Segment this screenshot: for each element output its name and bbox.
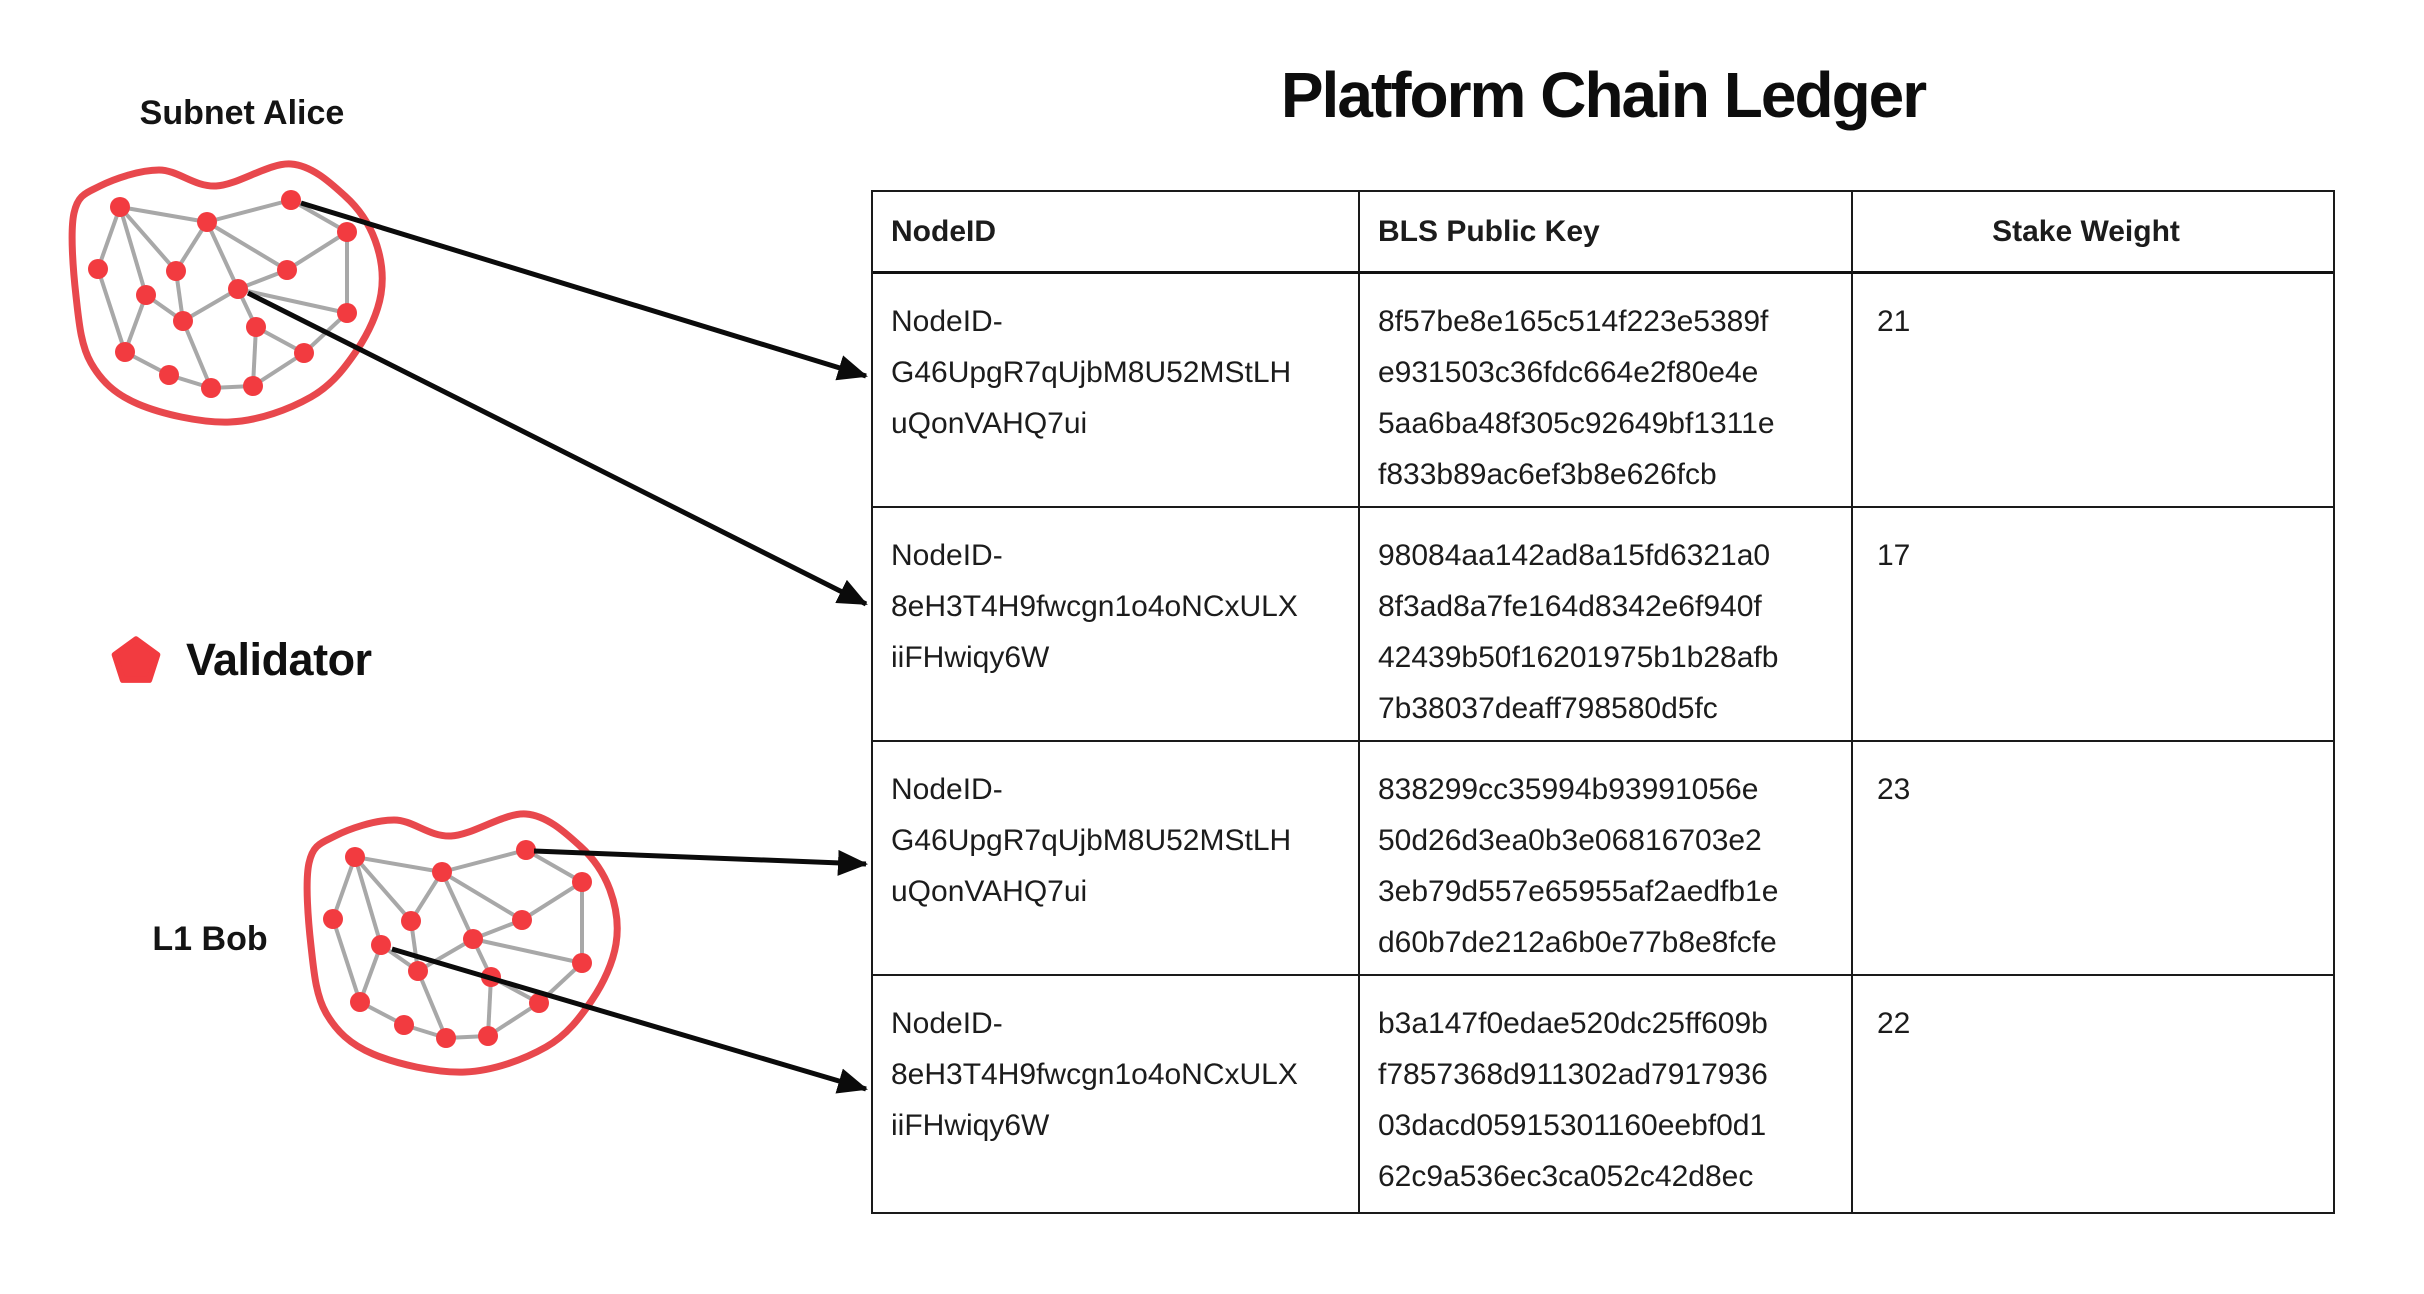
table-cell-bls-key: 8f57be8e165c514f223e5389f e931503c36fdc6…	[1360, 274, 1853, 508]
mapping-arrow	[300, 200, 868, 381]
validator-node	[246, 317, 266, 337]
validator-node	[512, 910, 532, 930]
validator-node	[401, 911, 421, 931]
network-edge	[331, 856, 357, 920]
network-edge	[118, 205, 178, 273]
network-edge	[205, 221, 240, 290]
network-edge	[123, 294, 148, 353]
table-cell-nodeid: NodeID- 8eH3T4H9fwcgn1o4oNCxULX iiFHwiqy…	[873, 976, 1360, 1212]
network-edge	[416, 937, 475, 973]
validator-node	[228, 279, 248, 299]
table-cell-bls-key: 838299cc35994b93991056e 50d26d3ea0b3e068…	[1360, 742, 1853, 976]
validator-node	[323, 909, 343, 929]
subnet-boundary	[303, 810, 621, 1076]
validator-node	[345, 847, 365, 867]
validator-node	[371, 935, 391, 955]
subnet-alice-label: Subnet Alice	[139, 94, 345, 132]
network-edge	[525, 848, 583, 884]
validator-legend-label: Validator	[186, 634, 372, 685]
network-edge	[354, 855, 443, 874]
table-cell-nodeid: NodeID- 8eH3T4H9fwcgn1o4oNCxULX iiFHwiqy…	[873, 508, 1360, 742]
table-cell-stake-weight: 17	[1853, 508, 2333, 742]
validator-node	[110, 197, 130, 217]
validator-node	[337, 222, 357, 242]
network-edge	[441, 848, 527, 874]
validator-node	[197, 212, 217, 232]
validator-node	[408, 961, 428, 981]
network-edge	[251, 351, 306, 388]
column-header-stake-weight: Stake Weight	[1853, 192, 2333, 274]
validator-node	[159, 365, 179, 385]
table-cell-bls-key: 98084aa142ad8a15fd6321a0 8f3ad8a7fe164d8…	[1360, 508, 1853, 742]
network-edge	[358, 944, 383, 1003]
validator-node	[201, 378, 221, 398]
mapping-arrow	[391, 946, 868, 1094]
network-edge	[96, 268, 127, 353]
validator-node	[243, 376, 263, 396]
column-header-bls-public-key: BLS Public Key	[1360, 192, 1853, 274]
table-cell-stake-weight: 22	[1877, 1007, 1911, 1040]
validator-node	[88, 259, 108, 279]
mapping-arrow	[533, 848, 868, 876]
network-edge	[416, 970, 448, 1039]
network-edge	[206, 198, 292, 224]
table-cell-stake-weight: 23	[1853, 742, 2333, 976]
table-cell-stake-weight: 21	[1853, 274, 2333, 508]
validator-node	[463, 929, 483, 949]
network-edge	[119, 205, 208, 224]
validator-node	[529, 993, 549, 1013]
validator-node	[516, 840, 536, 860]
validator-node	[436, 1028, 456, 1048]
network-edge	[205, 220, 289, 272]
pentagon-icon	[111, 636, 161, 683]
network-edge	[440, 870, 524, 922]
network-edge	[331, 918, 362, 1003]
network-edge	[353, 856, 383, 946]
validator-node	[478, 1026, 498, 1046]
network-edge	[520, 880, 584, 922]
validator-node	[136, 285, 156, 305]
network-edge	[118, 206, 148, 296]
validator-node	[277, 260, 297, 280]
validator-node	[572, 953, 592, 973]
network-edge	[440, 871, 475, 940]
network-edge	[237, 287, 348, 315]
validator-node	[281, 190, 301, 210]
network-edge	[181, 287, 240, 323]
network-edge	[96, 206, 122, 270]
table-cell-bls-key: b3a147f0edae520dc25ff609b f7857368d91130…	[1360, 976, 1853, 1212]
validator-node	[337, 303, 357, 323]
network-edge	[472, 937, 583, 965]
table-cell-nodeid: NodeID- G46UpgR7qUjbM8U52MStLH uQonVAHQ7…	[873, 742, 1360, 976]
table-cell-nodeid: NodeID- G46UpgR7qUjbM8U52MStLH uQonVAHQ7…	[873, 274, 1360, 508]
validator-node	[294, 343, 314, 363]
validator-legend: Validator	[110, 634, 372, 686]
validator-node	[173, 311, 193, 331]
validator-node	[572, 872, 592, 892]
subnet-boundary	[68, 160, 386, 426]
validator-node	[115, 342, 135, 362]
validator-node	[350, 992, 370, 1012]
network-edge	[353, 855, 413, 923]
network-edge	[486, 1001, 541, 1038]
page-title: Platform Chain Ledger	[1280, 59, 1927, 131]
validator-node	[166, 261, 186, 281]
network-edge	[181, 320, 213, 389]
l1-bob-label: L1 Bob	[152, 920, 268, 958]
column-header-nodeid: NodeID	[873, 192, 1360, 274]
validator-node	[394, 1015, 414, 1035]
mapping-arrow	[246, 290, 868, 607]
platform-chain-ledger-table: NodeID BLS Public Key Stake Weight NodeI…	[871, 190, 2335, 1214]
validator-node	[432, 862, 452, 882]
network-edge	[285, 230, 349, 272]
